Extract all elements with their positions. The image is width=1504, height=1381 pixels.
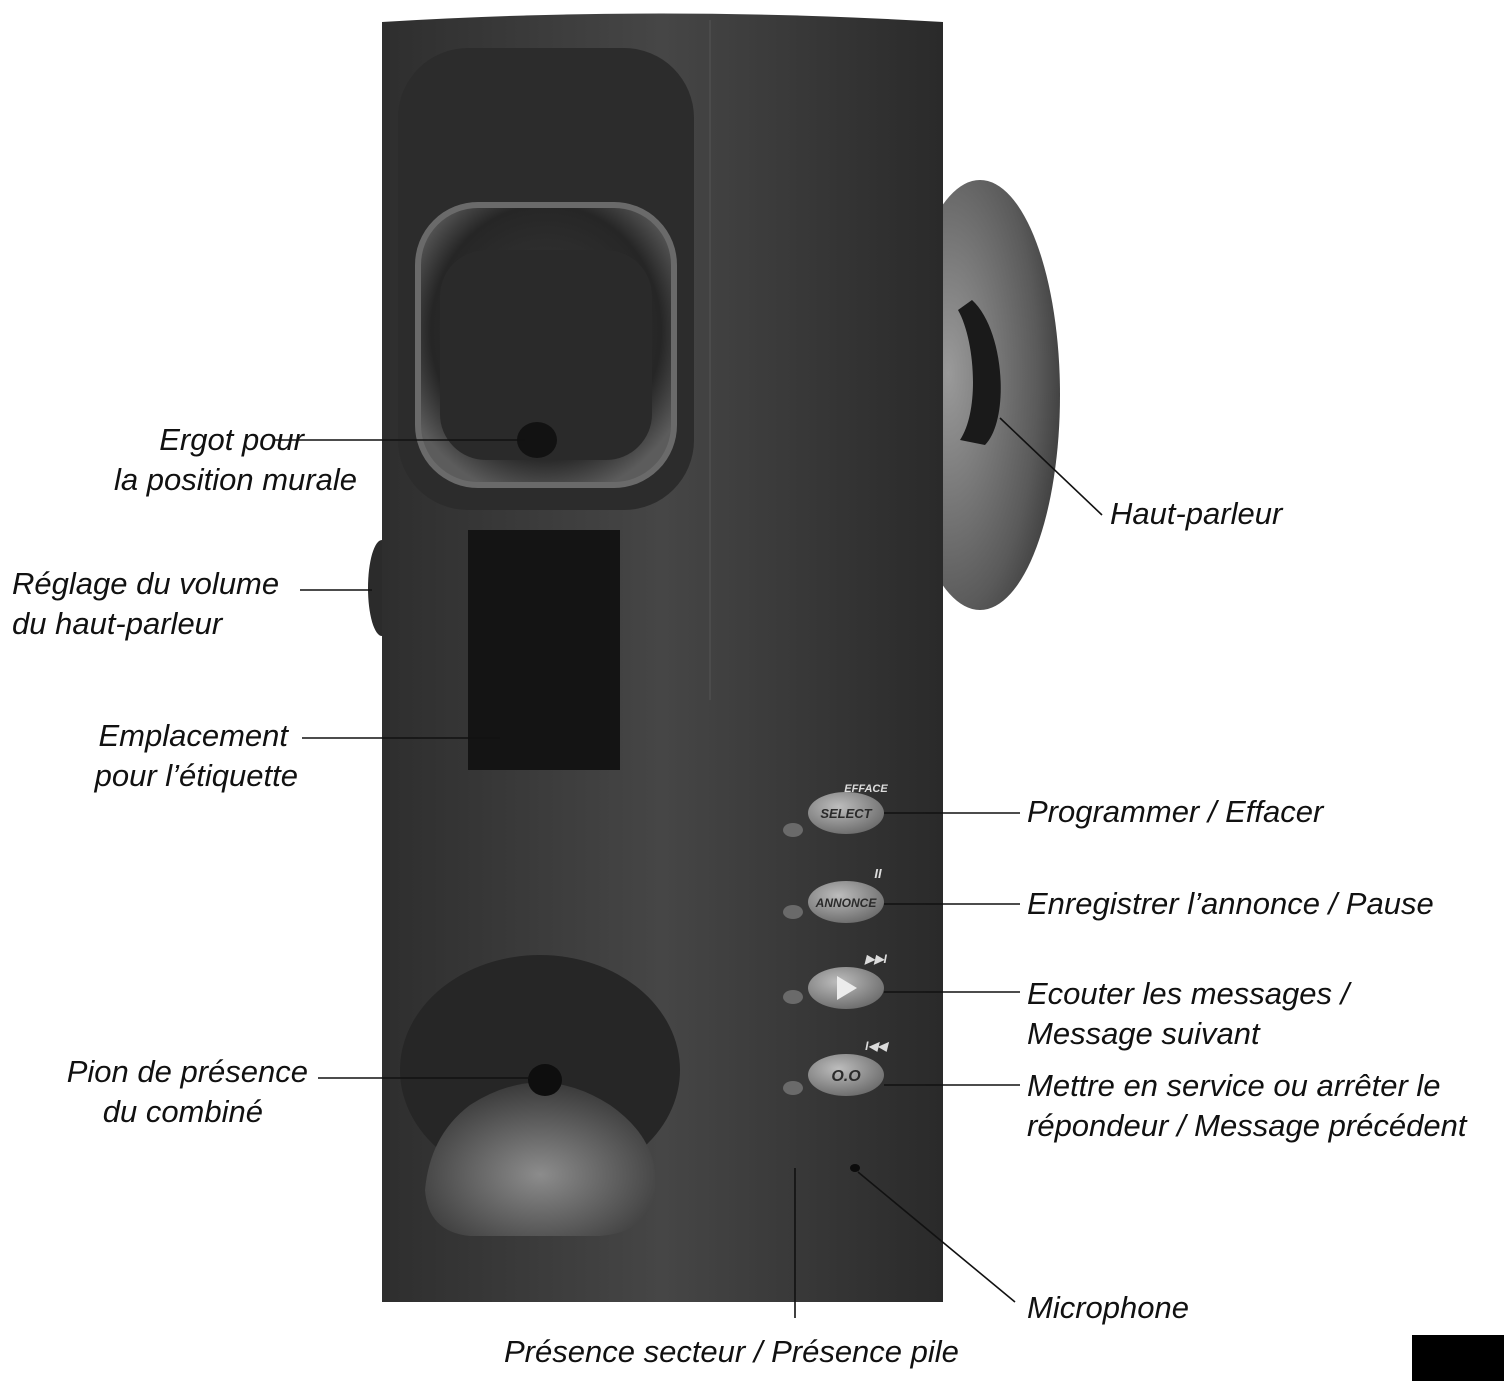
- label-slot: [468, 530, 620, 770]
- callout-ergot-line2: la position murale: [114, 462, 357, 497]
- callout-emplacement-line1: Emplacement: [98, 718, 288, 753]
- microphone-hole: [850, 1164, 860, 1172]
- onoff-button-label: O.O: [831, 1068, 861, 1085]
- play-button[interactable]: ▶▶I: [808, 952, 888, 1009]
- callout-microphone: Microphone: [1027, 1288, 1189, 1328]
- callout-ergot: Ergot pour la position murale: [114, 420, 357, 500]
- callout-mettre-line2: répondeur / Message précédent: [1027, 1108, 1467, 1143]
- leader-lines: [274, 417, 1103, 1318]
- callout-mettre: Mettre en service ou arrêter le répondeu…: [1027, 1066, 1466, 1146]
- callout-enregistrer-line1: Enregistrer l’annonce / Pause: [1027, 886, 1434, 921]
- callout-volume-line2: du haut-parleur: [12, 606, 223, 641]
- callout-programmer-line1: Programmer / Effacer: [1027, 794, 1324, 829]
- handset-earpiece: [398, 48, 694, 510]
- callout-presence-line1: Présence secteur / Présence pile: [504, 1334, 959, 1369]
- callout-presence: Présence secteur / Présence pile: [504, 1332, 959, 1372]
- indicator-leds: [783, 823, 803, 1095]
- callout-volume: Réglage du volume du haut-parleur: [12, 564, 279, 644]
- pause-icon-label: II: [874, 866, 882, 881]
- next-icon-label: ▶▶I: [864, 952, 887, 966]
- callout-ergot-line1: Ergot pour: [159, 422, 304, 457]
- play-icon: [837, 976, 857, 1000]
- callout-emplacement: Emplacement pour l’étiquette: [95, 716, 298, 796]
- callout-programmer: Programmer / Effacer: [1027, 792, 1323, 832]
- callout-pion: Pion de présence du combiné: [67, 1052, 308, 1132]
- callout-pion-line2: du combiné: [102, 1094, 263, 1129]
- page-marker: [1412, 1335, 1504, 1381]
- callout-haut-parleur-line1: Haut-parleur: [1110, 496, 1283, 531]
- onoff-button[interactable]: I◀◀ O.O: [808, 1039, 890, 1096]
- callout-pion-line1: Pion de présence: [66, 1054, 308, 1089]
- annonce-button[interactable]: II ANNONCE: [808, 866, 884, 923]
- select-button[interactable]: EFFACE SELECT: [808, 783, 888, 834]
- callout-ecouter-line2: Message suivant: [1027, 1016, 1260, 1051]
- callout-mettre-line1: Mettre en service ou arrêter le: [1027, 1068, 1441, 1103]
- select-top-label: EFFACE: [844, 783, 888, 795]
- callout-emplacement-line2: pour l’étiquette: [94, 758, 298, 793]
- callout-ecouter: Ecouter les messages / Message suivant: [1027, 974, 1349, 1054]
- callout-volume-line1: Réglage du volume: [12, 566, 280, 601]
- select-button-label: SELECT: [820, 806, 872, 821]
- handset-presence-plunger: [528, 1064, 562, 1096]
- previous-icon-label: I◀◀: [865, 1039, 890, 1053]
- annonce-button-label: ANNONCE: [815, 896, 878, 910]
- wall-mount-lug: [517, 422, 557, 458]
- callout-enregistrer: Enregistrer l’annonce / Pause: [1027, 884, 1434, 924]
- callout-microphone-line1: Microphone: [1027, 1290, 1189, 1325]
- callout-haut-parleur: Haut-parleur: [1110, 494, 1282, 534]
- mouthpiece-cradle: [400, 955, 680, 1236]
- callout-ecouter-line1: Ecouter les messages /: [1027, 976, 1350, 1011]
